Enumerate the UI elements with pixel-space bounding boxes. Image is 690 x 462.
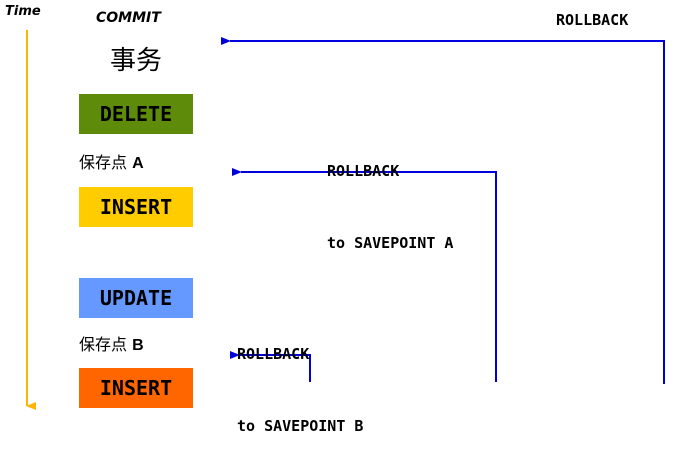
rollback-b-line-1: ROLLBACK xyxy=(237,345,310,363)
rollback-to-savepoint-a-arrow xyxy=(232,168,497,382)
commit-label: COMMIT xyxy=(96,10,161,26)
update-operation-box: UPDATE xyxy=(79,278,193,318)
insert-operation-box-1: INSERT xyxy=(79,187,193,227)
savepoint-a-prefix: 保存点 xyxy=(79,153,128,172)
time-label: Time xyxy=(5,4,41,19)
rollback-to-savepoint-a-label: ROLLBACK to SAVEPOINT A xyxy=(327,111,453,279)
rollback-arrow xyxy=(221,37,665,384)
rollback-a-line-2: to SAVEPOINT A xyxy=(327,234,454,252)
savepoint-a-name: A xyxy=(132,155,144,172)
rollback-label: ROLLBACK xyxy=(556,11,629,29)
savepoint-a-label: 保存点 A xyxy=(79,149,144,173)
flow-arrows xyxy=(26,30,665,410)
insert-operation-box-2: INSERT xyxy=(79,368,193,408)
savepoint-b-name: B xyxy=(132,337,144,354)
rollback-b-line-2: to SAVEPOINT B xyxy=(237,417,364,435)
delete-operation-box: DELETE xyxy=(79,94,193,134)
rollback-a-line-1: ROLLBACK xyxy=(327,162,400,180)
savepoint-b-label: 保存点 B xyxy=(79,331,144,355)
rollback-to-savepoint-b-arrow xyxy=(230,351,311,382)
transaction-label: 事务 xyxy=(110,46,163,76)
savepoint-b-prefix: 保存点 xyxy=(79,335,128,354)
rollback-to-savepoint-b-label: ROLLBACK to SAVEPOINT B xyxy=(237,294,363,462)
